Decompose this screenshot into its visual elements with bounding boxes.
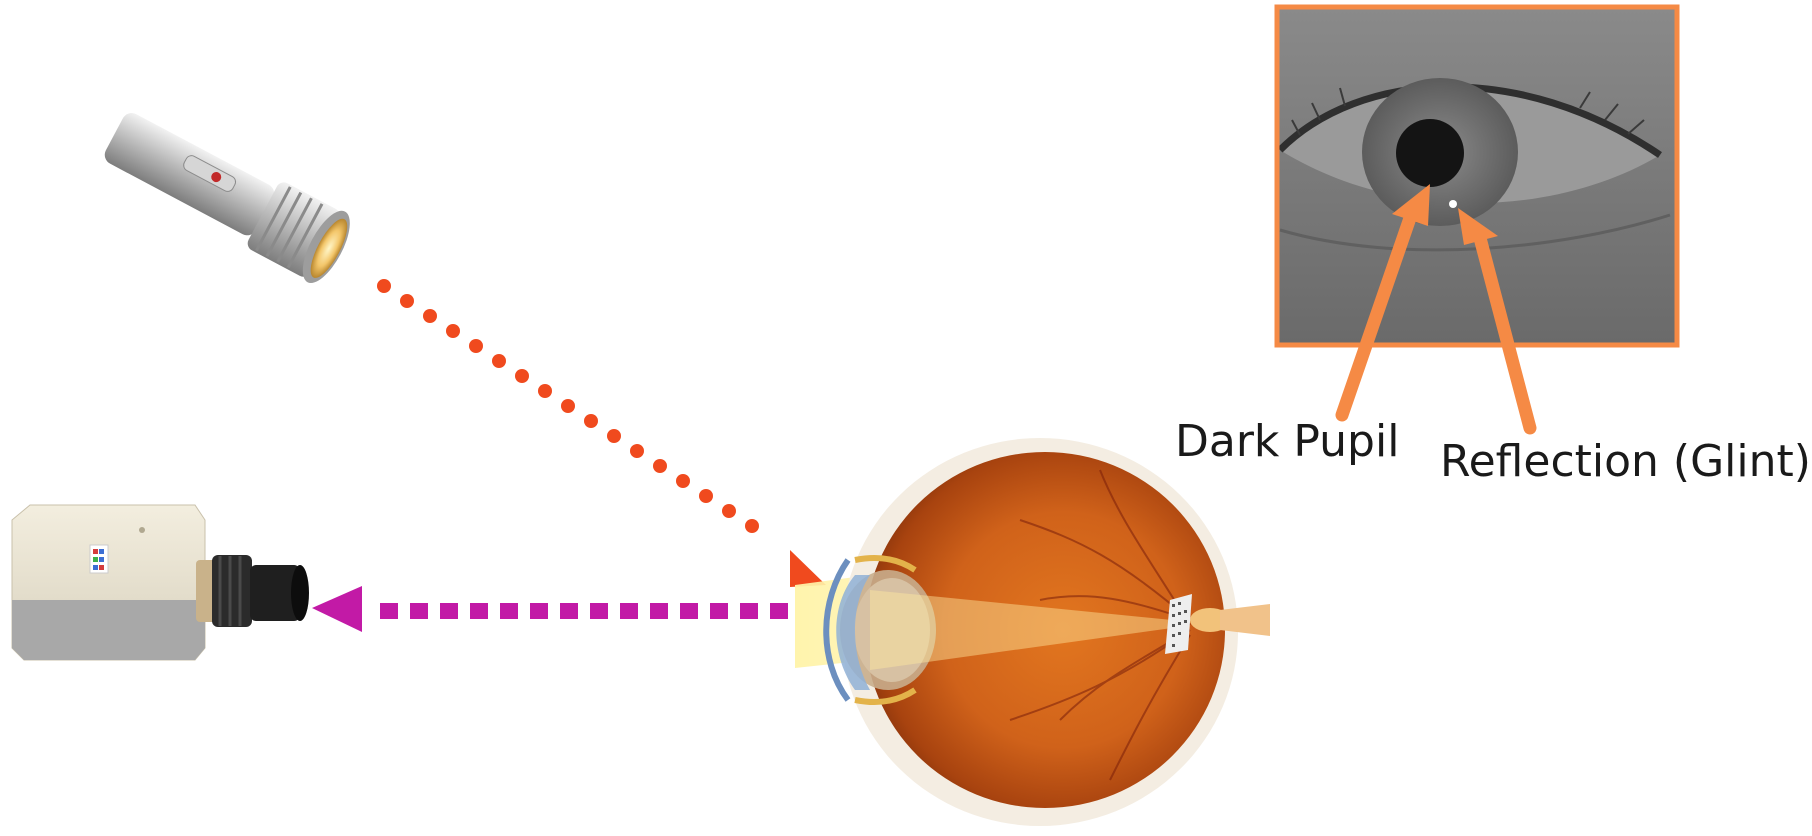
dark-pupil-spot: [1396, 119, 1464, 187]
flashlight-icon: [96, 99, 360, 290]
incident-light-ray: [377, 279, 759, 533]
camera-icon: [12, 505, 309, 660]
reflected-light-ray: [380, 603, 788, 619]
glint-label: Reflection (Glint): [1440, 440, 1811, 484]
glint-spot: [1449, 200, 1457, 208]
dark-pupil-label: Dark Pupil: [1175, 420, 1399, 464]
eyeball-cross-section-icon: [826, 438, 1270, 826]
infrared-eye-photo-icon: [1277, 7, 1677, 345]
reflected-arrowhead: [312, 586, 362, 632]
incident-arrowhead: [790, 550, 826, 587]
